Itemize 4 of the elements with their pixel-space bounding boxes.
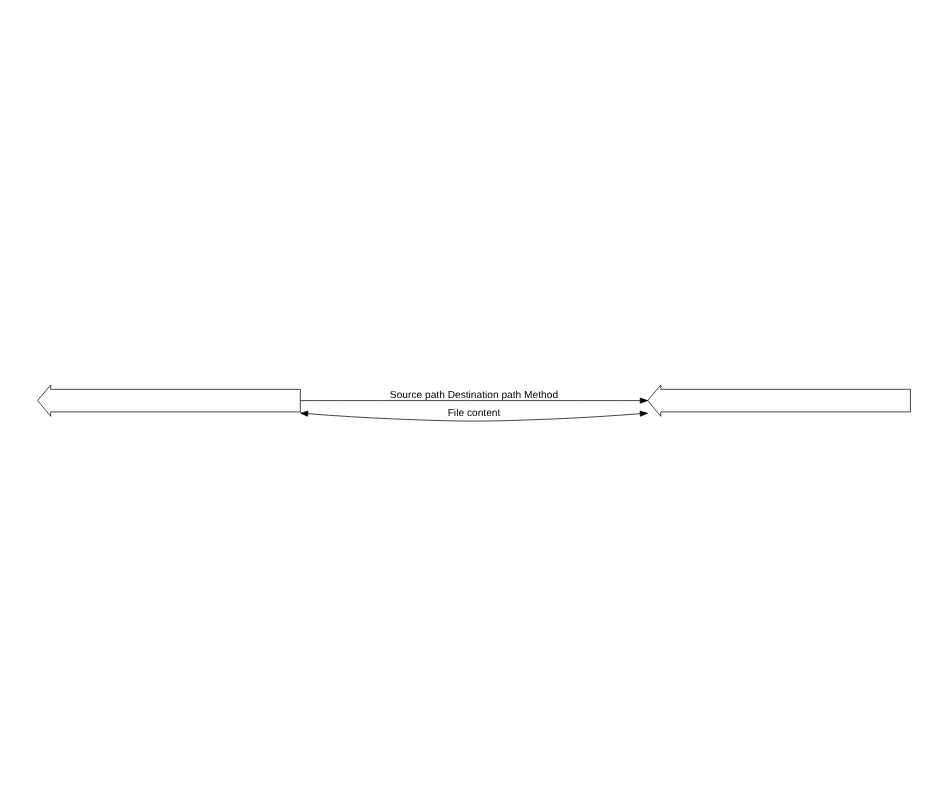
node-arrow [647,384,911,417]
node-arrow [37,384,301,417]
arrow [300,397,648,404]
arrow [300,410,648,422]
